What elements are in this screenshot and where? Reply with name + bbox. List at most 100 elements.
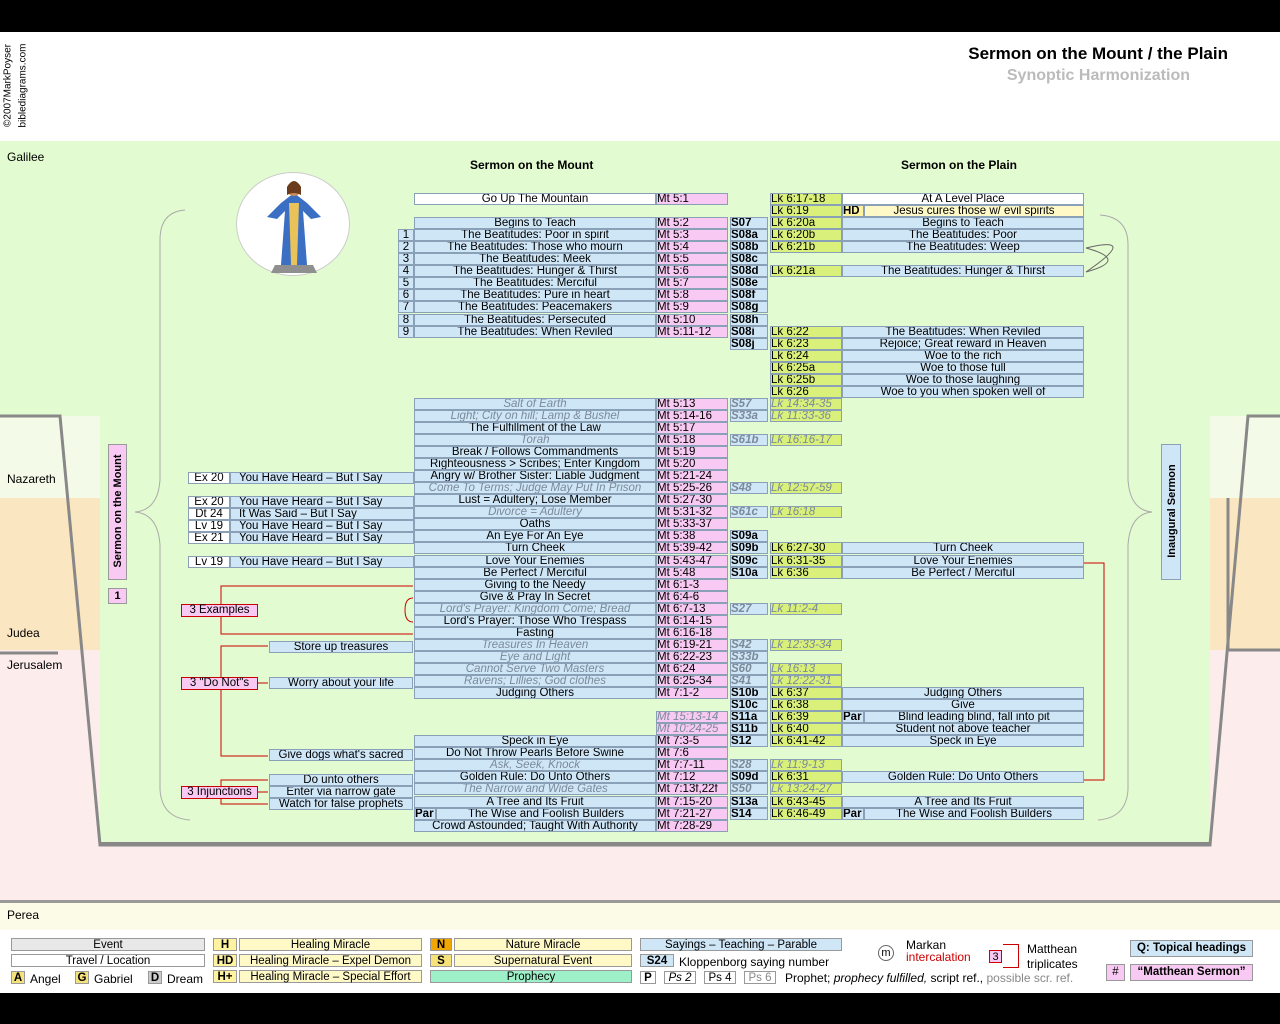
plain-pericope: A Tree and Its Fruit <box>842 796 1084 808</box>
saying-number: S08c <box>730 253 768 265</box>
mount-pericope: The Narrow and Wide Gates <box>414 783 656 795</box>
row-number: 4 <box>398 265 414 277</box>
luke-reference: Lk 6:21b <box>770 241 842 253</box>
row-number: 7 <box>398 301 414 313</box>
mount-pericope: The Beatitudes: Those who mourn <box>414 241 656 253</box>
row-number: 3 <box>398 253 414 265</box>
legend-markan: Markan <box>906 938 947 952</box>
mount-pericope: Come To Terms; Judge May Put In Prison <box>414 482 656 494</box>
legend-dream-key: D <box>148 971 162 984</box>
old-testament-ref: Lv 19 <box>188 520 230 532</box>
matthew-reference: Mt 6:19-21 <box>656 639 728 651</box>
luke-reference: Lk 6:20b <box>770 229 842 241</box>
saying-number: S07 <box>730 217 768 229</box>
plain-pericope: Speck in Eye <box>842 735 1084 747</box>
plain-pericope: Love Your Enemies <box>842 555 1084 567</box>
luke-reference: Lk 12:33-34 <box>770 639 842 651</box>
luke-reference: Lk 12:22-31 <box>770 675 842 687</box>
luke-reference: Lk 6:36 <box>770 567 842 579</box>
saying-number: S08a <box>730 229 768 241</box>
plain-heading: Sermon on the Plain <box>901 158 1018 172</box>
old-testament-ref: Ex 20 <box>188 496 230 508</box>
copyright-text: ©2007MarkPoyser <box>2 44 14 127</box>
luke-reference: Lk 11:33-36 <box>770 410 842 422</box>
mount-pericope: Lord's Prayer: Kingdom Come; Bread <box>414 603 656 615</box>
left-side-number: 1 <box>108 588 127 604</box>
plain-pericope: Be Perfect / Merciful <box>842 567 1084 579</box>
mount-pericope: Be Perfect / Merciful <box>414 567 656 579</box>
mount-pericope: Righteousness > Scribes; Enter Kingdom <box>414 458 656 470</box>
luke-reference: Lk 6:46-49 <box>770 808 842 820</box>
legend-ps2: Ps 2 <box>664 971 696 984</box>
mount-pericope: Give & Pray In Secret <box>414 591 656 603</box>
mount-pericope: Lord's Prayer: Those Who Trespass <box>414 615 656 627</box>
mount-pericope: Speck in Eye <box>414 735 656 747</box>
luke-reference: Lk 6:23 <box>770 338 842 350</box>
matthew-reference: Mt 5:2 <box>656 217 728 229</box>
matthew-reference: Mt 6:7-13 <box>656 603 728 615</box>
saying-number: S33a <box>730 410 768 422</box>
saying-number: S28 <box>730 759 768 771</box>
luke-reference: Lk 6:41-42 <box>770 735 842 747</box>
note-do-unto: Do unto others <box>269 774 413 786</box>
saying-number: S41 <box>730 675 768 687</box>
legend-hash: # <box>1106 964 1125 981</box>
par-badge: Par <box>842 808 864 820</box>
mount-pericope: The Beatitudes: Merciful <box>414 277 656 289</box>
legend-dream: Dream <box>167 972 204 986</box>
matthew-reference: Mt 7:1-2 <box>656 687 728 699</box>
saying-number: S08j <box>730 338 768 350</box>
mount-pericope: Oaths <box>414 518 656 530</box>
plain-pericope: The Beatitudes: When Reviled <box>842 326 1084 338</box>
mount-par-badge: Par <box>414 808 436 820</box>
mount-pericope: Break / Follows Commandments <box>414 446 656 458</box>
matthew-reference: Mt 5:19 <box>656 446 728 458</box>
legend-travel: Travel / Location <box>11 954 205 967</box>
saying-number: S09a <box>730 530 768 542</box>
luke-reference: Lk 6:43-45 <box>770 796 842 808</box>
legend: Event Travel / Location A Angel G Gabrie… <box>0 930 1280 993</box>
saying-number: S09d <box>730 771 768 783</box>
mount-pericope: Fasting <box>414 627 656 639</box>
legend-prophet-line: Prophet; prophecy fulfilled, script ref.… <box>785 971 1074 985</box>
matthew-reference: Mt 5:5 <box>656 253 728 265</box>
right-side-label: Inaugural Sermon <box>1161 444 1181 580</box>
plain-pericope: Woe to the rich <box>842 350 1084 362</box>
saying-number: S50 <box>730 783 768 795</box>
plain-pericope: Jesus cures those w/ evil spirits <box>864 205 1084 217</box>
note-dogs: Give dogs what's sacred <box>269 749 413 761</box>
matthew-reference: Mt 5:8 <box>656 289 728 301</box>
saying-number: S11b <box>730 723 768 735</box>
legend-gabriel: Gabriel <box>94 972 133 986</box>
page-subtitle: Synoptic Harmonization <box>1006 67 1190 84</box>
group-3-injunctions: 3 Injunctions <box>181 786 258 799</box>
saying-number: S27 <box>730 603 768 615</box>
mount-pericope: Light; City on hill; Lamp & Bushel <box>414 410 656 422</box>
saying-number: S08g <box>730 301 768 313</box>
antithesis-label: You Have Heard – But I Say <box>230 496 414 508</box>
luke-reference: Lk 6:24 <box>770 350 842 362</box>
matthew-reference: Mt 5:33-37 <box>656 518 728 530</box>
luke-reference: Lk 11:2-4 <box>770 603 842 615</box>
old-testament-ref: Ex 21 <box>188 532 230 544</box>
row-number: 6 <box>398 289 414 301</box>
region-label-galilee: Galilee <box>7 150 45 164</box>
matthew-reference: Mt 5:38 <box>656 530 728 542</box>
plain-pericope: The Beatitudes: Weep <box>842 241 1084 253</box>
luke-reference: Lk 6:37 <box>770 687 842 699</box>
matthew-reference: Mt 5:6 <box>656 265 728 277</box>
matthew-reference: Mt 5:21-24 <box>656 470 728 482</box>
mount-pericope: A Tree and Its Fruit <box>414 796 656 808</box>
matthew-reference: Mt 5:4 <box>656 241 728 253</box>
plain-pericope: The Beatitudes: Poor <box>842 229 1084 241</box>
region-label-jerusalem: Jerusalem <box>7 658 63 672</box>
mount-pericope: The Beatitudes: Poor in spirit <box>414 229 656 241</box>
mount-pericope: Begins to Teach <box>414 217 656 229</box>
region-label-perea: Perea <box>7 908 40 922</box>
antithesis-label: You Have Heard – But I Say <box>230 532 414 544</box>
plain-pericope: Student not above teacher <box>842 723 1084 735</box>
saying-number: S57 <box>730 398 768 410</box>
triplicates-bracket <box>1003 944 1019 968</box>
saying-number: S08e <box>730 277 768 289</box>
plain-pericope: The Wise and Foolish Builders <box>864 808 1084 820</box>
